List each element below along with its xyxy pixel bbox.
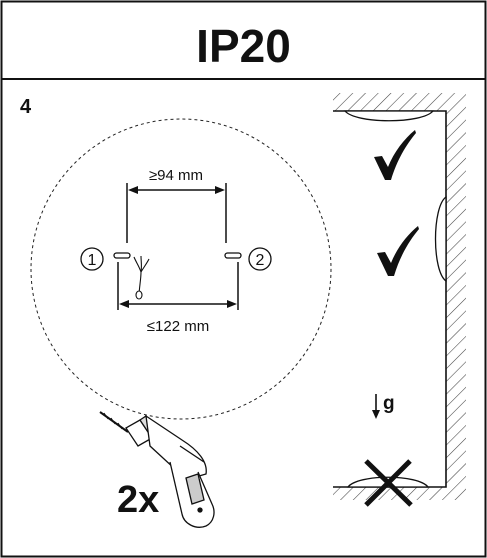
max-spacing-label: ≤122 mm <box>147 318 209 335</box>
cable-wires-icon <box>133 255 150 300</box>
min-spacing-label: ≥94 mm <box>149 167 203 184</box>
wall-check-mark-icon <box>377 226 419 276</box>
ceiling-check-mark-icon <box>374 130 416 180</box>
mounting-slot-2 <box>224 252 242 259</box>
gravity-label: g <box>383 393 395 414</box>
ip-rating-title: IP20 <box>196 20 291 72</box>
drill-icon <box>99 411 215 528</box>
mounting-slot-1 <box>113 252 131 259</box>
gravity-arrow-icon <box>372 394 380 419</box>
step-number: 4 <box>20 96 32 118</box>
hole-1-marker <box>80 247 104 271</box>
min-spacing-dimension <box>126 183 227 243</box>
hole-2-label: 2 <box>256 252 265 269</box>
drill-count: 2x <box>117 479 159 521</box>
floor-cross-mark-icon <box>364 459 413 507</box>
hole-2-marker <box>248 247 272 271</box>
ceiling-luminaire <box>343 110 435 122</box>
hole-1-label: 1 <box>88 252 97 269</box>
max-spacing-dimension <box>117 262 239 310</box>
mounting-area-circle <box>30 118 332 420</box>
wall-luminaire <box>434 195 447 283</box>
